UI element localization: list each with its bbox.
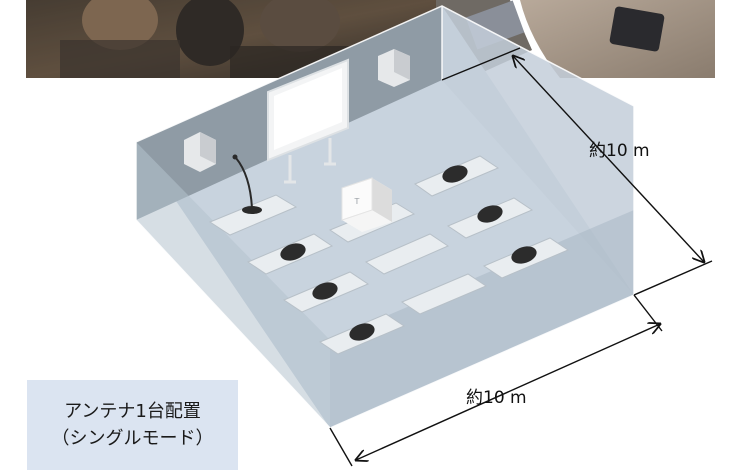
width-extension-left [329,427,353,467]
depth-dimension-label: 約10 m [589,141,650,161]
table [208,194,298,236]
table [364,233,450,275]
depth-extension-top [441,47,521,81]
speaker-left [184,132,216,172]
boundary-microphone [280,243,306,261]
room-left-front-wall [136,142,330,428]
antenna-unit: T [341,177,392,232]
depth-extension-bottom [633,260,713,296]
width-dimension-arrow [356,324,660,460]
table [400,273,488,315]
depth-dimension-arrow [513,56,704,262]
speaker-right [378,49,410,87]
boundary-microphone [477,205,503,223]
boundary-microphone [442,165,468,183]
caption-line-2: （シングルモード） [51,428,214,449]
caption-line-1: アンテナ1台配置 [64,401,201,422]
dimension-lines [329,47,713,467]
caption-box: アンテナ1台配置 （シングルモード） [27,380,238,470]
svg-text:T: T [354,197,360,206]
boundary-microphone [312,282,338,300]
gooseneck-microphone [232,154,262,214]
width-dimension-label: 約10 m [466,388,527,408]
whiteboard [267,58,349,184]
